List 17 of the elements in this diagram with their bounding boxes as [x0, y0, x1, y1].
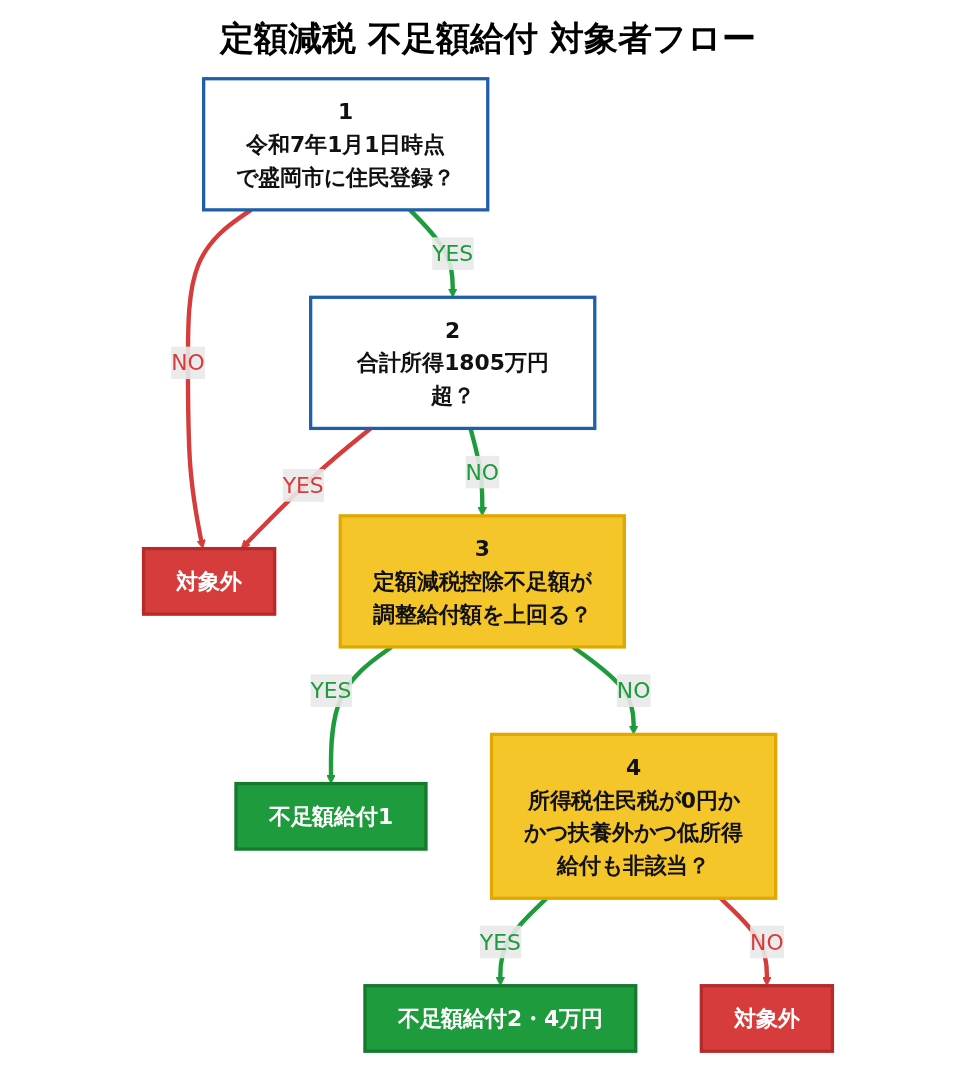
node-box: 2 合計所得1805万円超？: [309, 295, 597, 431]
edge-label: YES: [282, 472, 324, 499]
node-box: 1 令和7年1月1日時点で盛岡市に住民登録？: [202, 77, 490, 212]
edge-label: NO: [171, 349, 205, 376]
edge-label: NO: [465, 459, 500, 486]
edge-label: YES: [432, 240, 474, 267]
node-box: 不足額給付1: [234, 781, 428, 851]
edge-label: YES: [310, 677, 352, 704]
edge-label: YES: [479, 928, 521, 956]
edge-label: NO: [750, 928, 784, 956]
title: 定額減税 不足額給付 対象者フロー: [218, 17, 757, 60]
edge-label: NO: [616, 677, 651, 704]
node-box: 4 所得税住民税が0円かかつ扶養外かつ低所得給付も非該当？: [489, 732, 778, 900]
node-box: 3 定額減税控除不足額が調整給付額を上回る？: [338, 514, 626, 649]
node-box: 対象外: [699, 984, 835, 1053]
node-box: 対象外: [141, 546, 277, 616]
node-box: 不足額給付2・4万円: [363, 984, 638, 1053]
